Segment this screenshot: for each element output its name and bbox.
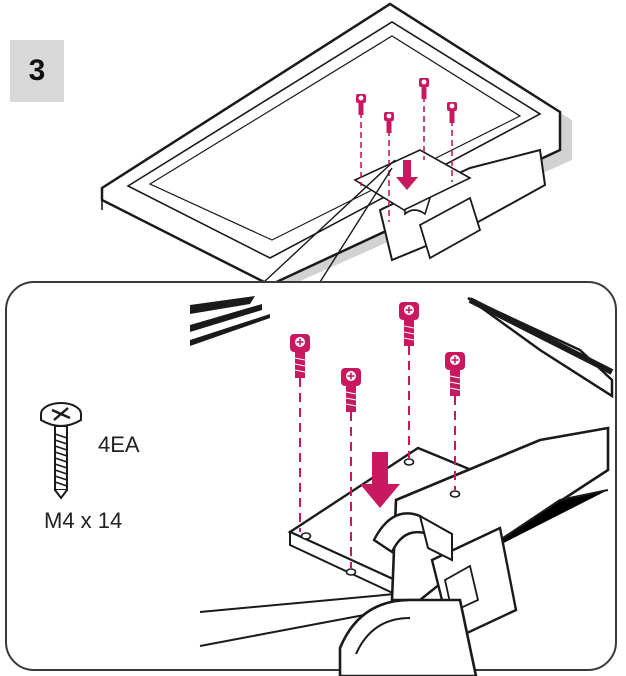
monitor-overview (100, 2, 572, 290)
detail-view (190, 296, 614, 676)
step-number: 3 (28, 54, 46, 87)
arrow-down-icon (360, 452, 400, 508)
step-badge: 3 (10, 40, 64, 102)
screw-spec-icon (40, 402, 82, 500)
arrow-down-icon (396, 160, 418, 190)
screw-size: M4 x 14 (44, 508, 123, 533)
screw-quantity: 4EA (98, 432, 140, 457)
